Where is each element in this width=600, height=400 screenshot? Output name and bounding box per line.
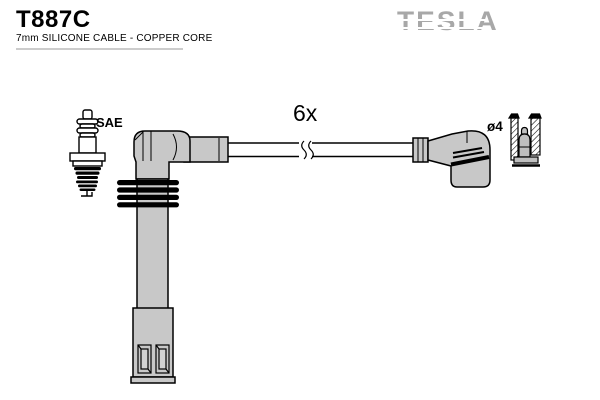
cable-icon — [228, 142, 413, 158]
spark-plug-icon — [69, 109, 106, 197]
plug-boot-icon — [117, 130, 229, 384]
logo-stripe — [394, 19, 486, 21]
logo-stripe — [394, 27, 486, 29]
coil-boot-icon — [412, 130, 491, 188]
quantity-label: 6x — [293, 100, 318, 126]
part-description: 7mm SILICONE CABLE - COPPER CORE — [16, 33, 213, 44]
part-number: T887C — [16, 6, 91, 33]
header-divider — [16, 48, 183, 50]
cable-break-icon — [299, 140, 314, 160]
terminal-diameter-label: ø4 — [487, 119, 503, 134]
terminal-socket-icon — [507, 113, 542, 167]
sae-label: SAE — [96, 115, 123, 130]
